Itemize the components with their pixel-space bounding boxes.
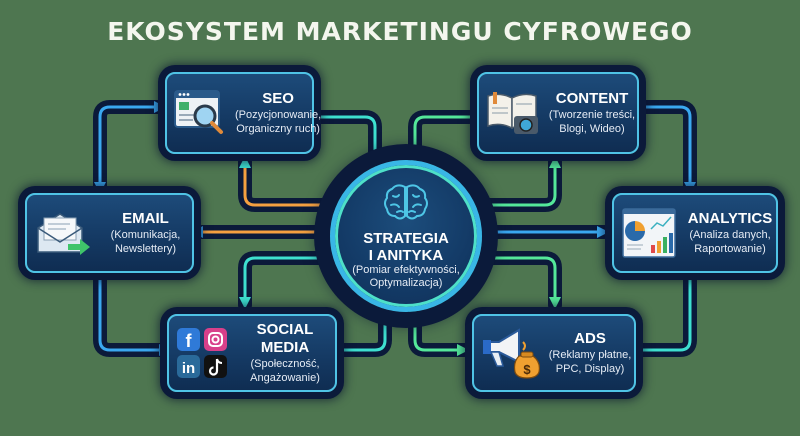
node-subtitle: (Pozycjonowanie, <box>235 109 322 121</box>
node-subtitle: Blogi, Wideo) <box>559 123 625 135</box>
hub-subtitle: (Pomiar efektywności, <box>352 263 460 276</box>
hub-title: STRATEGIA <box>363 229 449 247</box>
node-title: EMAIL <box>122 210 169 227</box>
social-logos-icon: f in <box>169 326 235 380</box>
svg-text:f: f <box>186 331 193 351</box>
node-social-media: f in SOCIAL MEDIA (Społeczność, Angażowa… <box>167 314 337 392</box>
node-subtitle: (Analiza danych, <box>689 229 771 241</box>
node-title: ANALYTICS <box>687 210 773 227</box>
hub-strategy-analytics: STRATEGIA I ANITYKA (Pomiar efektywności… <box>330 160 482 312</box>
node-subtitle: Raportowanie) <box>694 243 766 255</box>
node-subtitle: (Komunikacja, <box>110 229 181 241</box>
node-subtitle: (Reklamy płatne, <box>548 349 632 361</box>
node-subtitle: Newslettery) <box>114 243 177 255</box>
node-email: EMAIL (Komunikacja, Newslettery) <box>25 193 194 273</box>
envelope-arrow-icon <box>27 208 99 258</box>
node-content: CONTENT (Tworzenie treści, Blogi, Wideo) <box>477 72 639 154</box>
node-subtitle: (Tworzenie treści, <box>548 109 636 121</box>
node-title: ADS <box>574 330 606 347</box>
node-subtitle: PPC, Display) <box>555 363 625 375</box>
megaphone-moneybag-icon: $ <box>474 326 546 380</box>
hub-subtitle: Optymalizacja) <box>369 276 443 289</box>
node-title: SOCIAL MEDIA <box>256 321 314 356</box>
node-analytics: ANALYTICS (Analiza danych, Raportowanie) <box>612 193 778 273</box>
dashboard-chart-icon <box>614 207 684 259</box>
browser-magnifier-icon <box>167 88 235 138</box>
node-title: CONTENT <box>555 90 629 107</box>
hub-title: I ANITYKA <box>368 246 444 264</box>
node-subtitle: Angażowanie) <box>250 372 320 384</box>
node-ads: $ ADS (Reklamy płatne, PPC, Display) <box>472 314 636 392</box>
diagram-title: EKOSYSTEM MARKETINGU CYFROWEGO <box>107 17 693 46</box>
node-seo: SEO (Pozycjonowanie, Organiczny ruch) <box>165 72 321 154</box>
brain-icon <box>383 183 429 226</box>
svg-text:in: in <box>182 360 195 377</box>
book-camera-icon <box>479 88 547 138</box>
svg-text:$: $ <box>523 362 531 377</box>
node-subtitle: Organiczny ruch) <box>236 123 320 135</box>
node-subtitle: (Społeczność, <box>250 358 320 370</box>
node-title: SEO <box>262 90 294 107</box>
